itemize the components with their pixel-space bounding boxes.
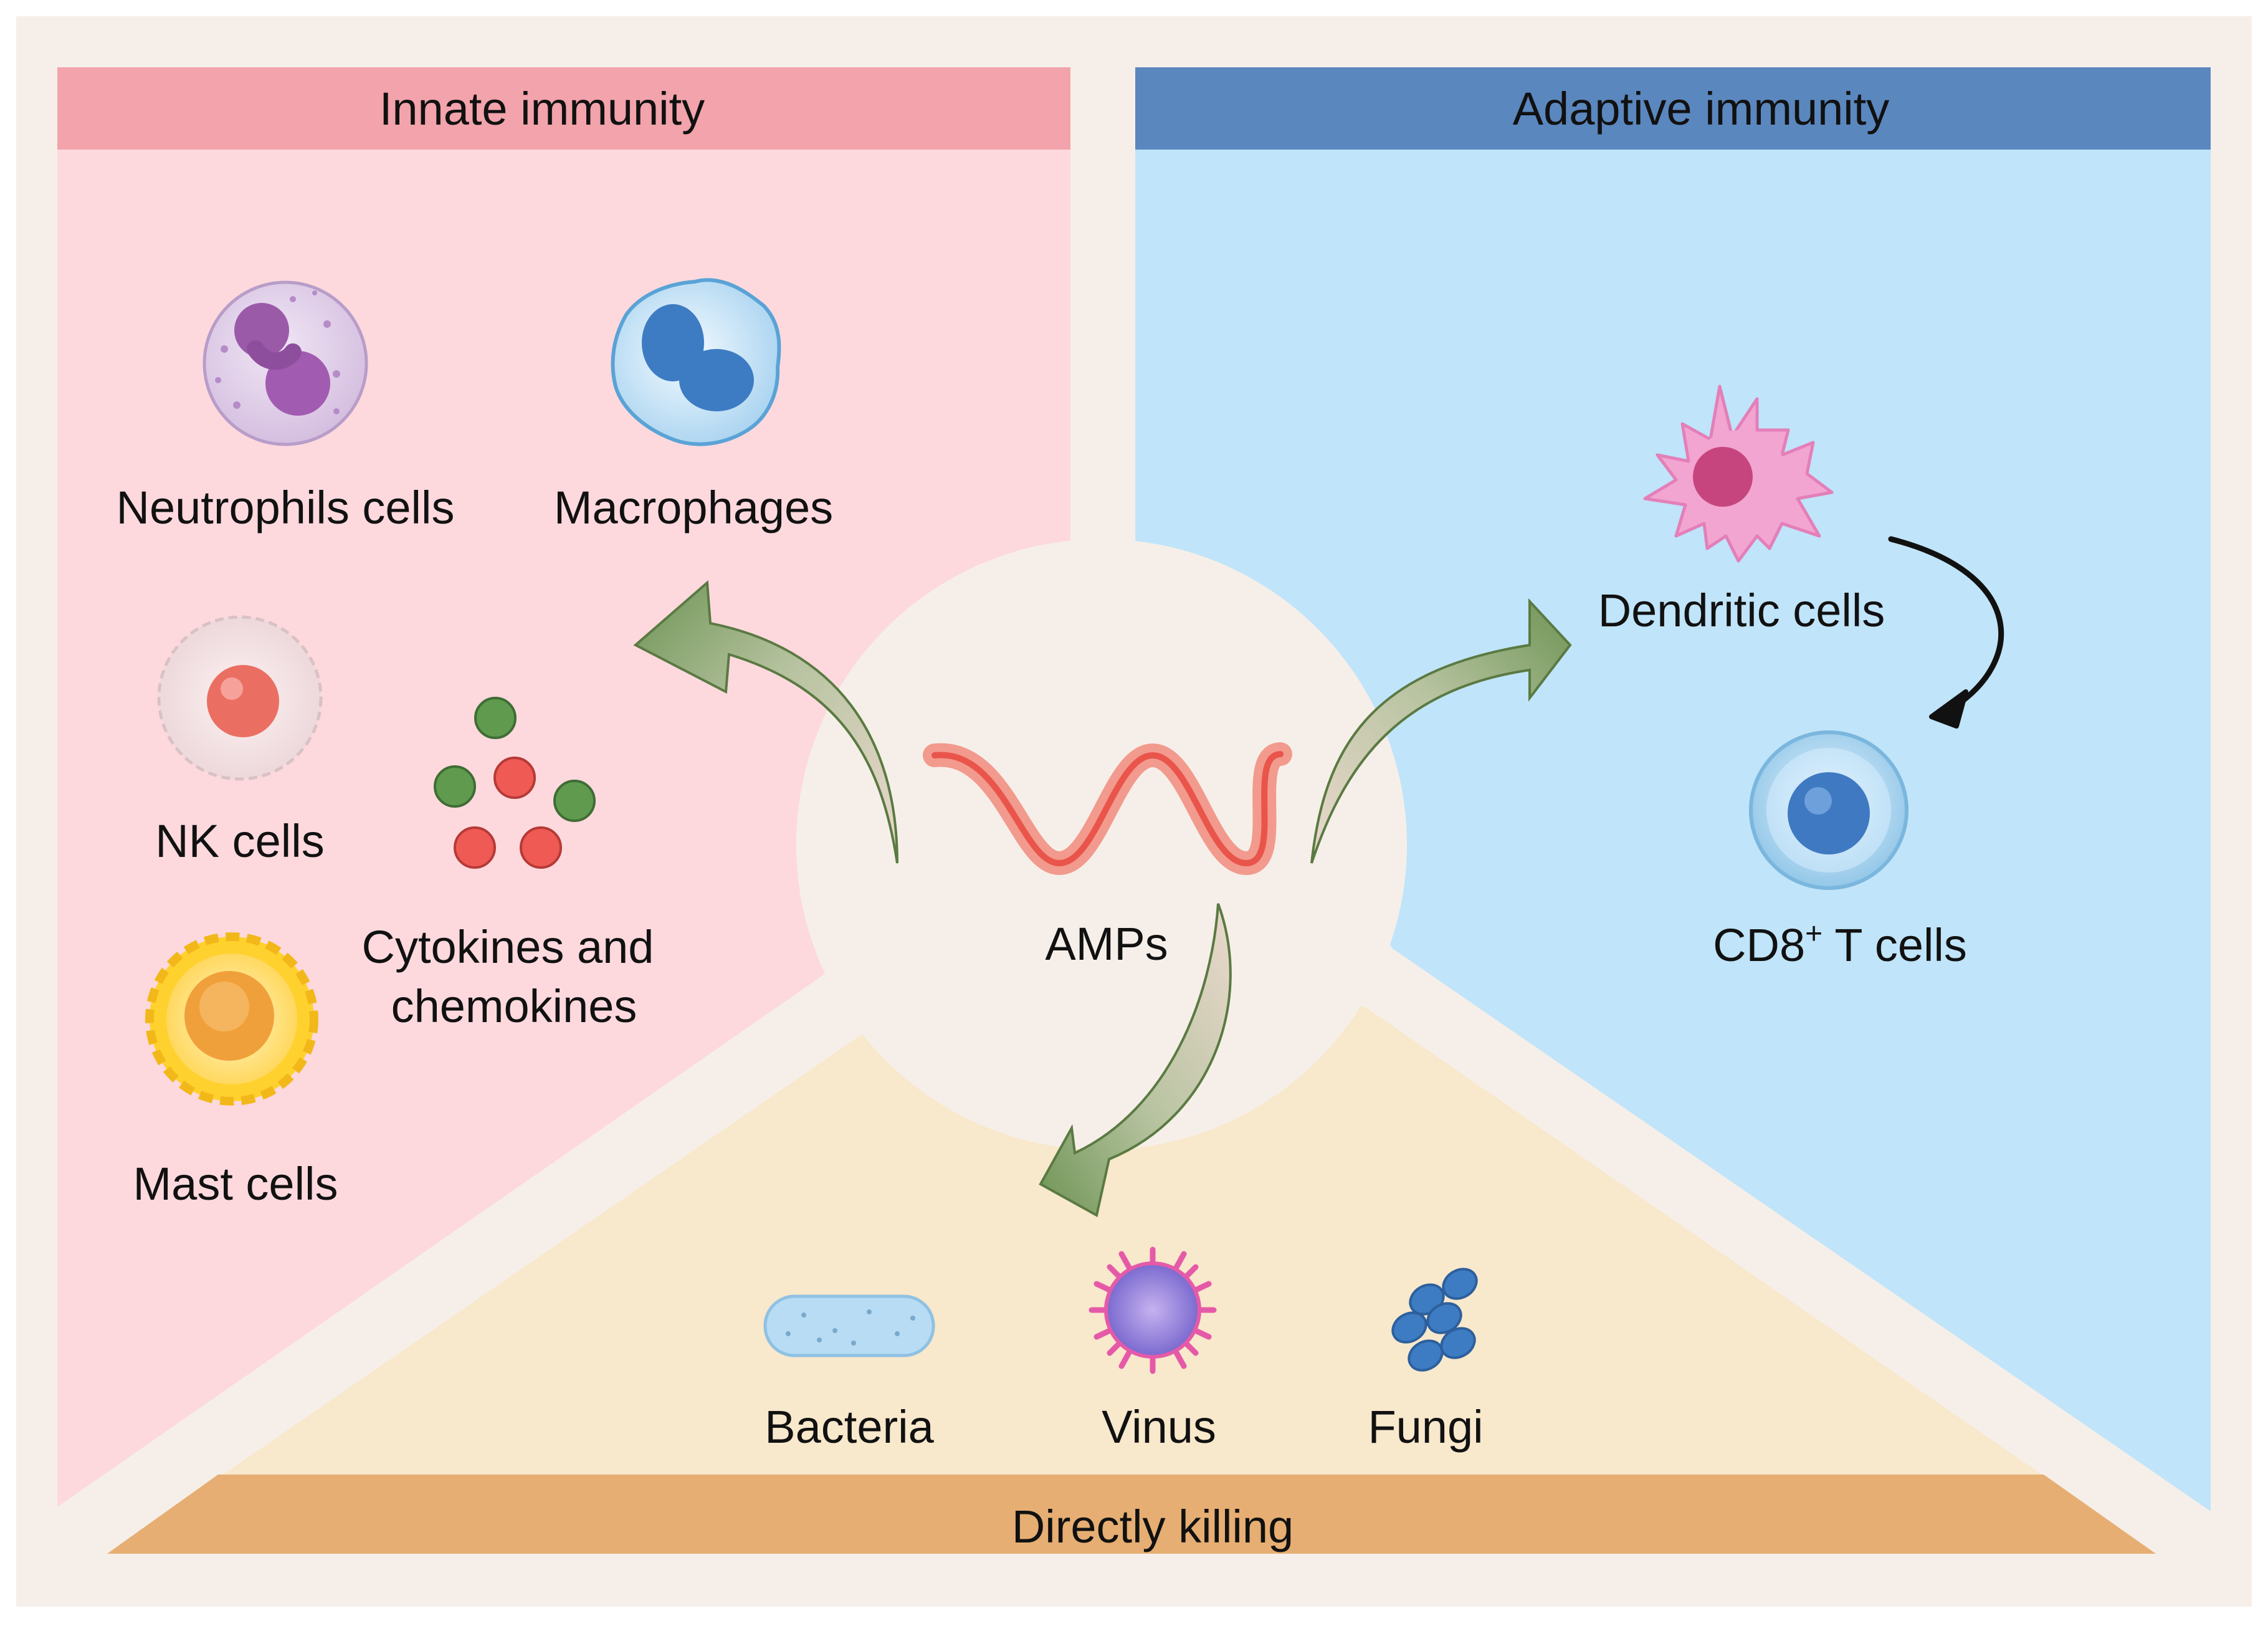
innate-title: Innate immunity: [379, 83, 705, 135]
cd8-prefix: CD8: [1713, 919, 1805, 971]
cytokines-label-line2: chemokines: [391, 980, 637, 1032]
innate-header-bar: [57, 67, 1070, 150]
direct-panel-body: [221, 1007, 2044, 1476]
cd8-t-cell-icon: [1749, 730, 1908, 890]
dendritic-cell-icon: [1643, 385, 1834, 563]
adaptive-title: Adaptive immunity: [1513, 83, 1890, 135]
cytokines-label-line1: Cytokines and: [362, 921, 654, 973]
mast-cells-label: Mast cells: [133, 1158, 338, 1210]
direct-title: Directly killing: [1012, 1501, 1294, 1552]
neutrophils-label: Neutrophils cells: [117, 482, 455, 533]
nk-cell-icon: [157, 615, 323, 781]
amp-center-circle: [796, 539, 1407, 1150]
arrow-to-direct-killing: [1039, 903, 1232, 1218]
arrow-to-innate: [633, 580, 898, 864]
amps-label: AMPs: [1045, 918, 1168, 970]
dendritic-cells-label: Dendritic cells: [1598, 585, 1885, 636]
adaptive-immunity-panel: Adaptive immunity: [1135, 67, 2211, 1511]
cd8-t-cells-label: CD8+ T cells: [1713, 917, 1967, 971]
adaptive-header-bar: [1135, 67, 2211, 150]
bacteria-label: Bacteria: [765, 1401, 934, 1453]
virus-label: Vinus: [1102, 1401, 1216, 1453]
macrophage-cell-icon: [611, 278, 781, 446]
fungi-label: Fungi: [1368, 1401, 1483, 1453]
arrow-to-adaptive: [1310, 598, 1572, 864]
bacteria-icon: [763, 1294, 935, 1357]
neutrophil-cell-icon: [202, 280, 368, 446]
amp-ribbon-icon: [923, 742, 1292, 876]
macrophages-label: Macrophages: [554, 482, 833, 533]
nk-cells-label: NK cells: [155, 815, 324, 867]
direct-killing-band: [107, 1475, 2156, 1554]
cd8-superscript: +: [1805, 917, 1822, 950]
dendritic-to-cd8-arrow: [1888, 536, 2004, 729]
cytokine-dots-icon: [434, 697, 596, 869]
adaptive-panel-body: [1135, 67, 2211, 1511]
fungi-icon: [1391, 1268, 1478, 1372]
virus-icon: [1089, 1246, 1217, 1374]
cd8-suffix: T cells: [1822, 919, 1967, 971]
direct-killing-panel: Directly killing: [107, 1007, 2156, 1554]
mast-cell-icon: [145, 932, 318, 1106]
